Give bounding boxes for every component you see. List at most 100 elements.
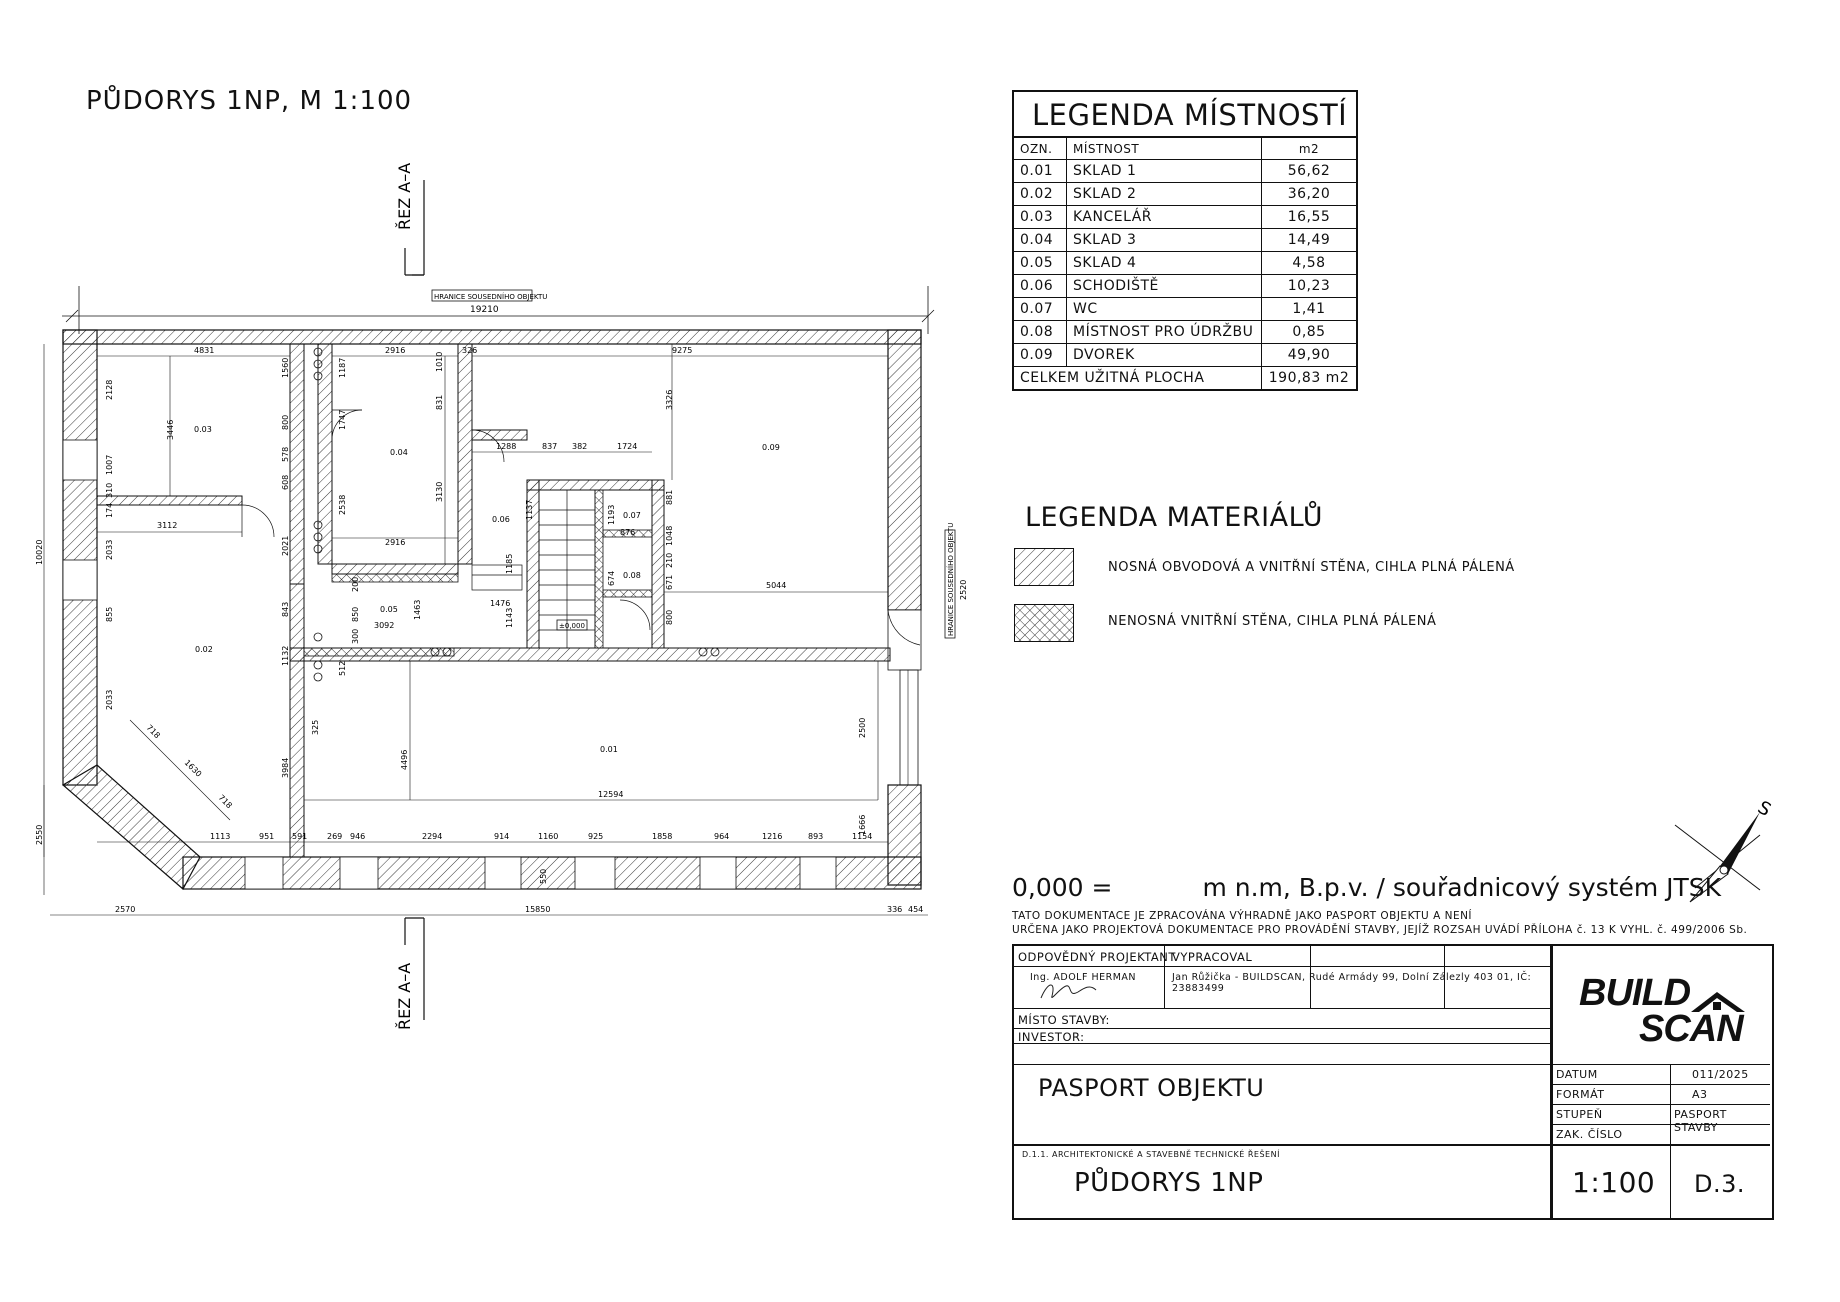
dim-text: 914 (494, 832, 509, 841)
order-label: ZAK. ČÍSLO (1556, 1128, 1623, 1141)
dim-text: 855 (105, 607, 114, 622)
dimension-top-overall (62, 286, 935, 334)
dim-text: 512 (338, 661, 347, 676)
elevation-system: m n.m, B.p.v. / souřadnicový systém JTSK (1202, 873, 1722, 902)
dim-text: 2916 (385, 538, 405, 547)
neighbor-label-right: HRANICE SOUSEDNÍHO OBJEKTU (946, 523, 955, 636)
room-tag-008: 0.08 (623, 571, 641, 580)
cell: 10,23 (1261, 274, 1356, 298)
dim-text: 1160 (538, 832, 558, 841)
dim-text: 15850 (525, 905, 550, 914)
cell: SKLAD 1 (1066, 159, 1262, 183)
dim-text: 4831 (194, 346, 214, 355)
neighbor-label-top: HRANICE SOUSEDNÍHO OBJEKTU (434, 292, 547, 301)
dim-overall-top: 19210 (470, 305, 499, 315)
partition-walls (303, 489, 653, 657)
dim-text: 2916 (385, 346, 405, 355)
room-tag-004: 0.04 (390, 448, 408, 457)
room-tag-002: 0.02 (195, 645, 213, 654)
dim-text: 608 (281, 475, 290, 490)
cell: KANCELÁŘ (1066, 205, 1262, 229)
room-tag-006: 0.06 (492, 515, 510, 524)
dim-text: 3984 (281, 758, 290, 778)
dim-text: 3092 (374, 621, 394, 630)
dim-text: 9275 (672, 346, 692, 355)
material-label-partition: NENOSNÁ VNITŘNÍ STĚNA, CIHLA PLNÁ PÁLENÁ (1108, 614, 1437, 629)
datum-label: DATUM (1556, 1068, 1598, 1081)
dim-text: 454 (908, 905, 923, 914)
dim-text: 843 (281, 602, 290, 617)
dim-text: 831 (435, 395, 444, 410)
designer-name: Ing. ADOLF HERMAN (1030, 972, 1137, 983)
dim-text: 210 (665, 553, 674, 568)
dim-text: 2033 (105, 690, 114, 710)
disclaimer-line: TATO DOKUMENTACE JE ZPRACOVÁNA VÝHRADNĚ … (1012, 910, 1473, 922)
cell: 0,85 (1261, 320, 1356, 344)
cell: 36,20 (1261, 182, 1356, 206)
dim-text: 2128 (105, 380, 114, 400)
cell: 0.07 (1014, 297, 1067, 321)
swatch-partition (1014, 604, 1074, 642)
section-mark-top: ŘEZ A–A (395, 163, 425, 276)
elevation-zero: 0,000 = (1012, 873, 1113, 902)
dim-text: 1858 (652, 832, 672, 841)
dim-text: 718 (145, 723, 162, 740)
cell: MÍSTNOST PRO ÚDRŽBU (1066, 320, 1262, 344)
section-label-top: ŘEZ A–A (395, 163, 414, 230)
dim-text: 1132 (281, 646, 290, 666)
dim-text: 2520 (959, 580, 968, 600)
dim-text: 946 (350, 832, 365, 841)
dim-text: 1154 (852, 832, 872, 841)
dim-text: 674 (607, 571, 616, 586)
dim-text: 964 (714, 832, 729, 841)
drawing-number: D.3. (1694, 1170, 1746, 1198)
dim-text: 1137 (525, 500, 534, 520)
dim-text: 800 (665, 610, 674, 625)
dim-text: 1560 (281, 358, 290, 378)
cell: 0.09 (1014, 343, 1067, 367)
floor-plan: ŘEZ A–A ŘEZ A–A HRANICE SOUSEDNÍHO OBJEK… (35, 163, 968, 1030)
dim-text: 382 (572, 442, 587, 451)
cell: 56,62 (1261, 159, 1356, 183)
dim-text: 2570 (115, 905, 135, 914)
dim-text: 1216 (762, 832, 782, 841)
dim-text: 1113 (210, 832, 230, 841)
dim-text: 12594 (598, 790, 623, 799)
stage-value: PASPORT STAVBY (1674, 1108, 1727, 1134)
logo-text-build: BUILD (1579, 972, 1691, 1014)
dim-text: 1193 (607, 505, 616, 525)
dim-text: 325 (311, 720, 320, 735)
dim-text: 2033 (105, 540, 114, 560)
dim-text: 336 (887, 905, 902, 914)
material-legend-title: LEGENDA MATERIÁLŮ (1025, 502, 1324, 533)
drawing-scale: 1:100 (1572, 1166, 1656, 1199)
interior-walls (96, 343, 891, 858)
disclaimer: TATO DOKUMENTACE JE ZPRACOVÁNA VÝHRADNĚ … (1012, 909, 1772, 937)
dim-text: 1288 (496, 442, 516, 451)
site-label: MÍSTO STAVBY: (1018, 1013, 1110, 1027)
dim-text: 1476 (490, 599, 510, 608)
dim-text: 1724 (617, 442, 637, 451)
dim-text: 800 (281, 415, 290, 430)
dim-text: 591 (292, 832, 307, 841)
dim-text: 925 (588, 832, 603, 841)
disclaimer-line: URČENA JAKO PROJEKTOVÁ DOKUMENTACE PRO P… (1012, 924, 1748, 936)
cell: DVOREK (1066, 343, 1262, 367)
cell: 0.05 (1014, 251, 1067, 275)
cell: 0.01 (1014, 159, 1067, 183)
designer-label: ODPOVĚDNÝ PROJEKTANT (1018, 950, 1176, 964)
room-tags: 0.03 0.04 0.06 0.07 0.08 0.09 0.05 0.02 … (194, 425, 780, 754)
dim-text: 174 (105, 503, 114, 518)
section-label: D.1.1. ARCHITEKTONICKÉ A STAVEBNĚ TECHNI… (1022, 1150, 1280, 1159)
cell: 0.06 (1014, 274, 1067, 298)
prepared-value: Jan Růžička - BUILDSCAN, Rudé Armády 99,… (1172, 972, 1532, 994)
dim-text: 1007 (105, 455, 114, 475)
dim-text: 3112 (157, 521, 177, 530)
dim-text: 2021 (281, 536, 290, 556)
project-name: PASPORT OBJEKTU (1038, 1074, 1265, 1102)
dim-text: 2500 (858, 718, 867, 738)
